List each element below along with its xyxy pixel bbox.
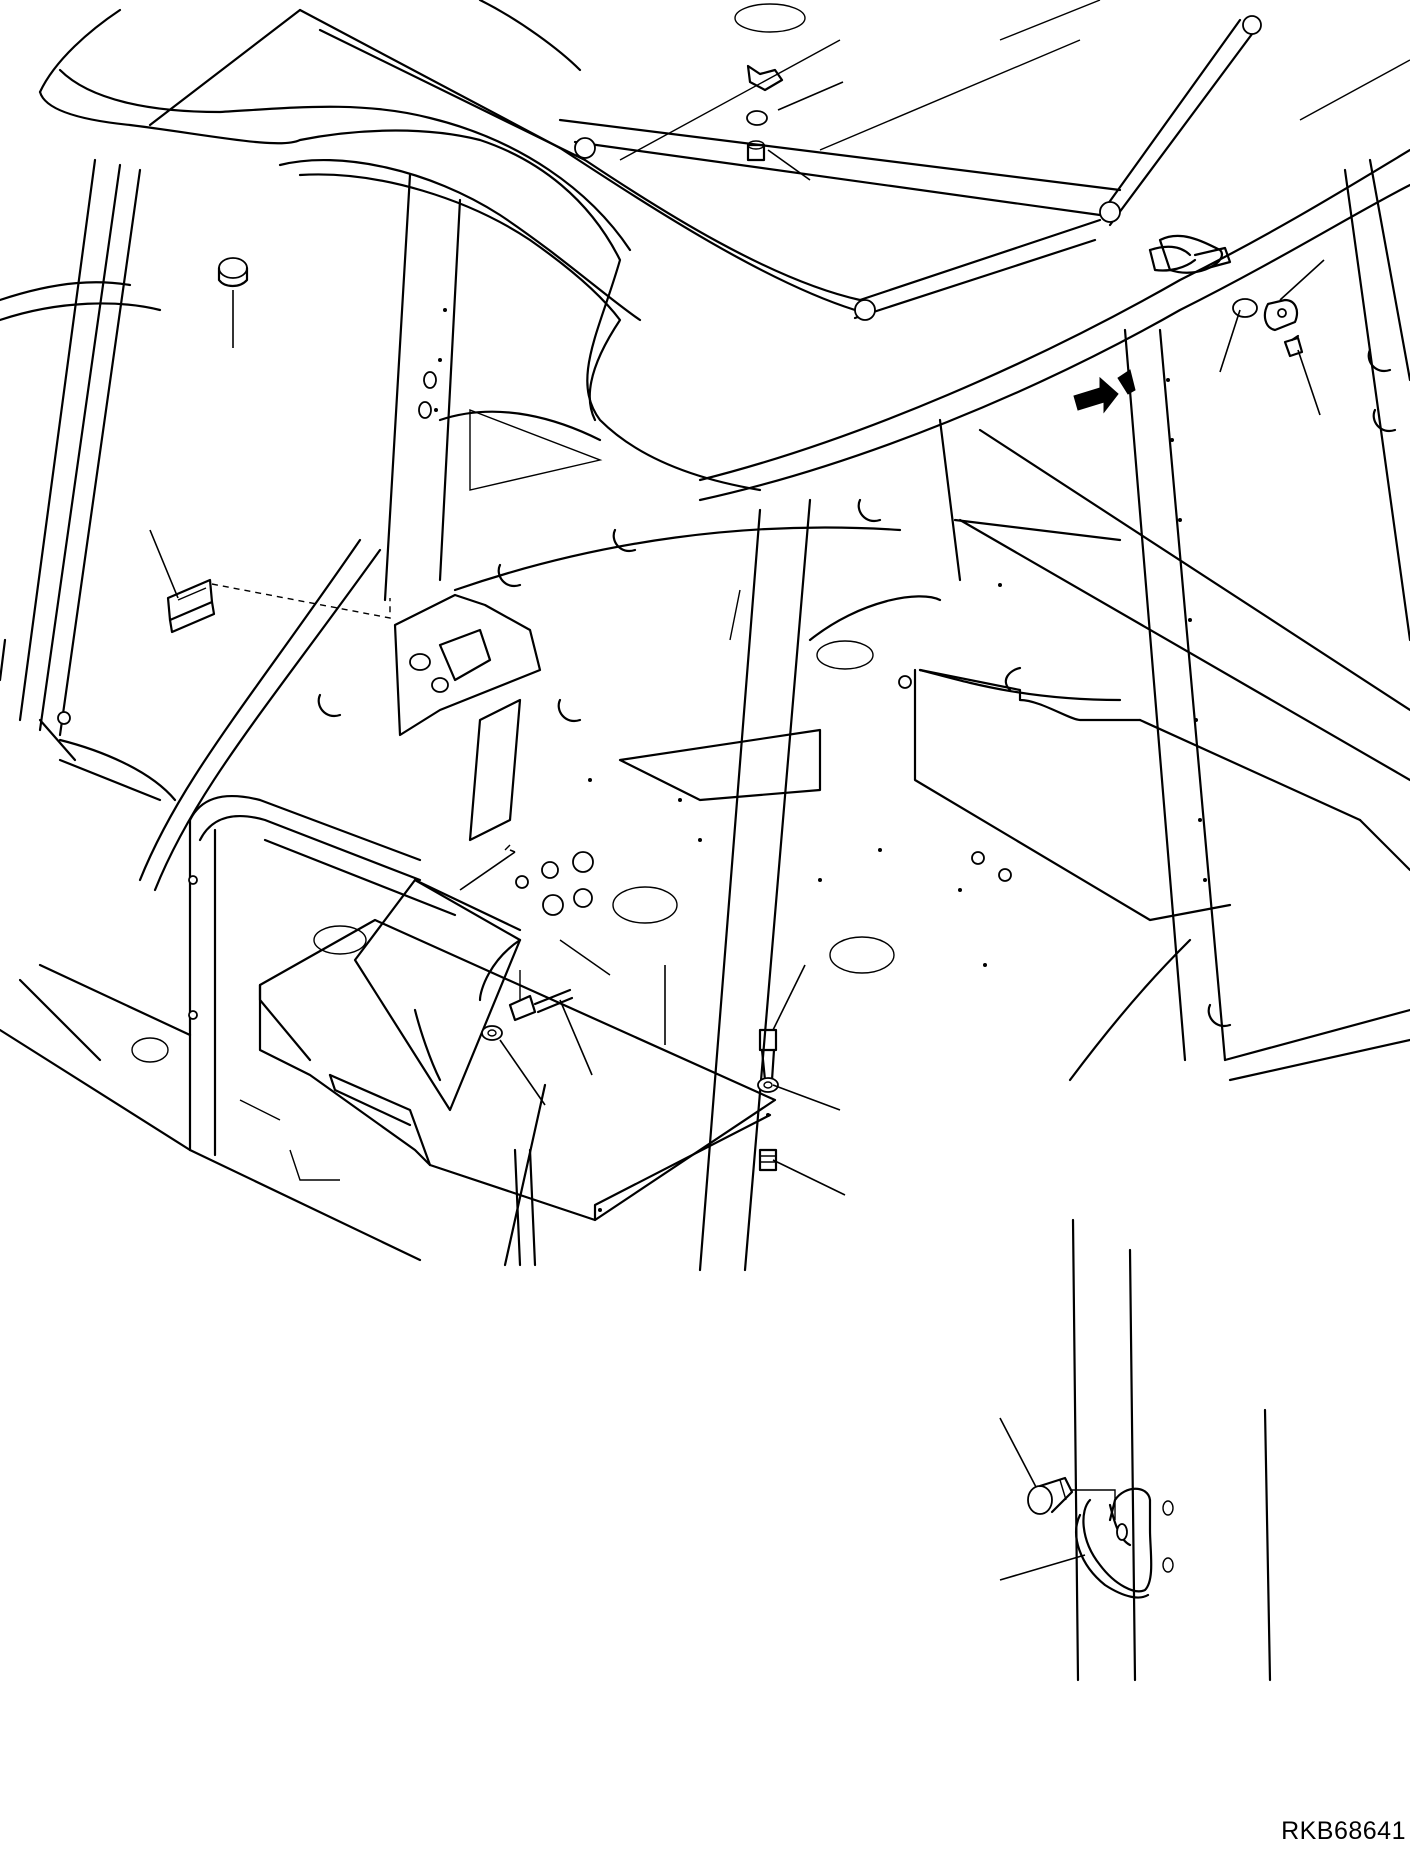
floor-plate	[258, 878, 777, 1222]
roof-plug-and-nut	[746, 64, 784, 162]
left-plug-cap	[217, 257, 249, 288]
direction-arrow-icon	[1073, 369, 1136, 414]
cab-roof-frame	[38, 0, 1410, 502]
cab-posts	[0, 158, 1410, 1272]
leader-lines	[149, 81, 1325, 1196]
hook-pin-assembly-top-right	[1148, 245, 1304, 358]
bolt-and-washer-set-right	[757, 1028, 779, 1172]
bolt-and-washer-set-left	[481, 988, 574, 1041]
cab-floor-and-walls	[0, 281, 1410, 1267]
rubber-grommet	[166, 578, 216, 634]
detail-view	[999, 1218, 1272, 1682]
drawing-number: RKB68641	[1281, 1817, 1406, 1845]
